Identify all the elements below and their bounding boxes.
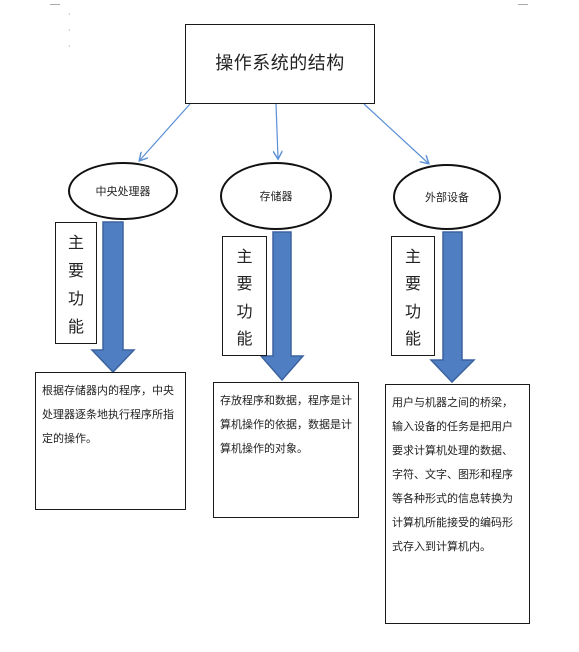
label-char: 能 (404, 329, 421, 349)
paragraph-mark: · (68, 42, 71, 51)
description-memory-text: 存放程序和数据，程序是计算机操作的依据，数据是计算机操作的对象。 (220, 394, 352, 455)
node-memory: 存储器 (220, 162, 332, 230)
label-char: 功 (67, 289, 84, 308)
connector-arrow-peripherals (363, 103, 428, 163)
block-arrow-peripherals (429, 231, 476, 384)
node-peripherals: 外部设备 (393, 164, 501, 230)
title-box: 操作系统的结构 (185, 24, 375, 104)
connector-arrow-memory (276, 103, 278, 158)
description-memory: 存放程序和数据，程序是计算机操作的依据，数据是计算机操作的对象。 (213, 382, 359, 518)
label-char: 功 (404, 301, 421, 321)
node-peripherals-label: 外部设备 (425, 191, 469, 204)
description-cpu-text: 根据存储器内的程序，中央处理器逐条地执行程序所指定的操作。 (42, 384, 174, 445)
function-label-peripherals: 主 要 功 能 (391, 236, 435, 356)
description-peripherals-text: 用户与机器之间的桥梁，输入设备的任务是把用户要求计算机处理的数据、字符、文字、图… (392, 396, 513, 553)
page-corner-mark-left (50, 4, 60, 5)
label-char: 要 (236, 274, 253, 294)
function-label-memory: 主 要 功 能 (222, 236, 267, 356)
label-char: 主 (404, 246, 421, 266)
node-cpu: 中央处理器 (68, 162, 178, 220)
block-arrow-memory (259, 231, 305, 382)
node-cpu-label: 中央处理器 (95, 185, 151, 198)
label-char: 能 (67, 317, 84, 336)
page-corner-mark-right (518, 4, 528, 5)
label-char: 要 (67, 261, 84, 280)
function-label-cpu: 主 要 功 能 (55, 222, 97, 344)
label-char: 要 (404, 274, 421, 294)
label-char: 能 (236, 329, 253, 349)
description-cpu: 根据存储器内的程序，中央处理器逐条地执行程序所指定的操作。 (35, 372, 186, 510)
label-char: 主 (67, 233, 84, 252)
connector-arrow-cpu (140, 103, 191, 160)
node-memory-label: 存储器 (259, 190, 293, 203)
paragraph-mark: · (68, 26, 71, 35)
diagram-title: 操作系统的结构 (215, 53, 345, 74)
block-arrow-cpu (90, 221, 136, 374)
description-peripherals: 用户与机器之间的桥梁，输入设备的任务是把用户要求计算机处理的数据、字符、文字、图… (385, 384, 530, 624)
label-char: 功 (236, 301, 253, 321)
paragraph-mark: · (68, 10, 71, 19)
label-char: 主 (236, 246, 253, 266)
